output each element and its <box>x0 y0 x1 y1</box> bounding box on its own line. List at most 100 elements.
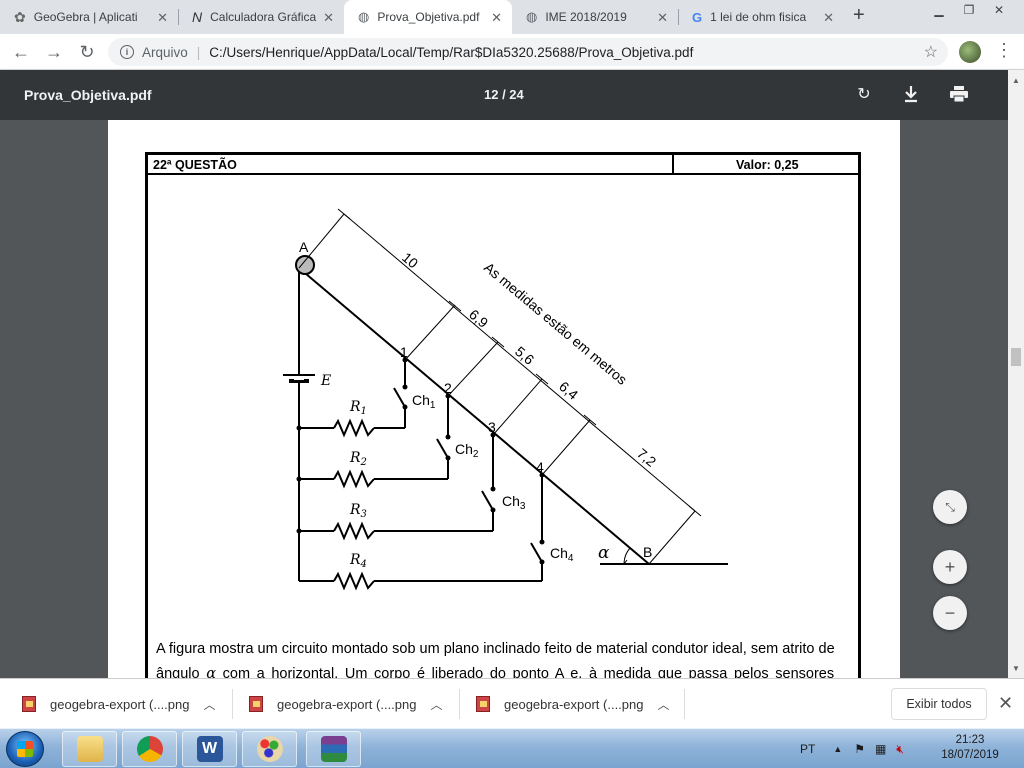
zoom-in-button[interactable]: + <box>933 550 967 584</box>
divider <box>459 689 460 719</box>
dimension-7-2: 7,2 <box>634 445 659 470</box>
volume-icon[interactable]: 🔇︎ <box>896 741 904 756</box>
close-icon[interactable]: ✕ <box>323 10 334 25</box>
restore-icon[interactable]: ❐ <box>963 3 975 17</box>
tab-strip: ✿ GeoGebra | Aplicati ✕ N Calculadora Gr… <box>0 0 1024 34</box>
window-close-icon[interactable]: ✕ <box>993 3 1005 17</box>
tab-separator <box>178 9 179 25</box>
switch-ch3-blade <box>481 490 494 511</box>
scroll-up-icon[interactable]: ▲ <box>1012 76 1020 85</box>
point-a-ball <box>295 255 315 275</box>
close-icon[interactable]: ✕ <box>491 10 502 25</box>
geogebra-icon: ✿ <box>14 8 26 25</box>
question-header: 22ª QUESTÃO Valor: 0,25 <box>148 155 858 175</box>
download-icon[interactable] <box>901 84 921 104</box>
clock-time: 21:23 <box>955 734 985 746</box>
chevron-up-icon[interactable]: ︿ <box>203 697 216 712</box>
profile-avatar[interactable] <box>959 41 981 63</box>
chevron-up-icon[interactable]: ▲ <box>833 744 843 754</box>
language-indicator[interactable]: PT <box>800 742 816 756</box>
resistor-r1 <box>333 418 375 438</box>
flag-icon[interactable]: ⚑ <box>854 742 866 756</box>
header-divider <box>672 155 674 175</box>
taskbar-paint[interactable] <box>242 731 297 767</box>
dimension-line <box>343 213 696 512</box>
clock-date: 18/07/2019 <box>941 749 999 761</box>
clock[interactable]: 21:23 18/07/2019 <box>930 733 1010 763</box>
pdf-page: 22ª QUESTÃO Valor: 0,25 <box>108 120 900 678</box>
address-bar[interactable]: i Arquivo | C:/Users/Henrique/AppData/Lo… <box>108 38 948 66</box>
label-b: B <box>643 544 652 560</box>
download-item[interactable]: geogebra-export (....png ︿ <box>476 679 670 729</box>
fit-page-button[interactable]: ⤡ <box>933 490 967 524</box>
close-icon[interactable]: ✕ <box>998 693 1014 713</box>
question-text-line-2: ângulo α com a horizontal. Um corpo é li… <box>156 666 835 678</box>
label-point-4: 4 <box>536 459 544 475</box>
browser-toolbar: ← → ↻ i Arquivo | C:/Users/Henrique/AppD… <box>0 34 1024 70</box>
vertical-scrollbar[interactable]: ▲ ▼ <box>1008 70 1024 678</box>
tab-calculadora[interactable]: N Calculadora Gráfica ✕ <box>178 0 344 34</box>
pdf-file-name: Prova_Objetiva.pdf <box>24 87 152 103</box>
download-file-name: geogebra-export (....png <box>277 696 417 712</box>
label-r3: R3 <box>349 502 367 520</box>
url-text[interactable]: C:/Users/Henrique/AppData/Local/Temp/Rar… <box>209 44 694 60</box>
tab-lei-de-ohm[interactable]: G 1 lei de ohm fisica ✕ <box>678 0 844 34</box>
forward-icon[interactable]: → <box>45 41 63 62</box>
chevron-up-icon[interactable]: ︿ <box>657 697 670 712</box>
tab-ime[interactable]: ◍ IME 2018/2019 ✕ <box>512 0 678 34</box>
download-item[interactable]: geogebra-export (....png ︿ <box>249 679 443 729</box>
units-note: As medidas estão em metros <box>481 259 630 388</box>
label-ch2: Ch2 <box>455 441 479 460</box>
resistor-r4 <box>333 571 375 591</box>
minimize-icon[interactable]: ▁ <box>934 3 944 17</box>
pdf-viewport[interactable]: 22ª QUESTÃO Valor: 0,25 <box>0 120 1008 678</box>
tab-prova-objetiva[interactable]: ◍ Prova_Objetiva.pdf ✕ <box>344 0 512 34</box>
close-icon[interactable]: ✕ <box>657 10 668 25</box>
windows-taskbar: W PT ▲ ⚑ ▦ 🔇︎ 21:23 18/07/2019 <box>0 728 1024 768</box>
taskbar-winrar[interactable] <box>306 731 361 767</box>
new-tab-button[interactable]: + <box>853 4 865 26</box>
menu-kebab-icon[interactable]: ⋮ <box>995 40 1013 60</box>
question-text-line-1: A figura mostra um circuito montado sob … <box>156 641 835 657</box>
alpha-arc <box>623 547 631 564</box>
rotate-icon[interactable]: ↻ <box>857 86 871 103</box>
resistor-r2 <box>333 469 375 489</box>
png-file-icon <box>476 696 490 712</box>
close-icon[interactable]: ✕ <box>157 10 168 25</box>
reload-icon[interactable]: ↻ <box>79 41 95 62</box>
winrar-icon <box>320 736 347 762</box>
question-value: Valor: 0,25 <box>736 158 799 172</box>
tab-title: Prova_Objetiva.pdf <box>377 10 480 24</box>
download-item[interactable]: geogebra-export (....png ︿ <box>22 679 216 729</box>
chevron-up-icon[interactable]: ︿ <box>430 697 443 712</box>
show-all-downloads-button[interactable]: Exibir todos <box>891 688 987 720</box>
zoom-out-button[interactable]: − <box>933 596 967 630</box>
tab-geogebra[interactable]: ✿ GeoGebra | Aplicati ✕ <box>0 0 178 34</box>
paint-palette-icon <box>256 736 283 762</box>
google-icon: G <box>692 9 703 25</box>
close-icon[interactable]: ✕ <box>823 10 834 25</box>
taskbar-explorer[interactable] <box>62 731 117 767</box>
start-button[interactable] <box>6 731 44 767</box>
tab-title: Calculadora Gráfica <box>210 10 317 24</box>
back-icon[interactable]: ← <box>12 41 30 62</box>
scroll-down-icon[interactable]: ▼ <box>1012 664 1020 673</box>
bookmark-star-icon[interactable]: ☆ <box>923 44 938 61</box>
network-icon[interactable]: ▦ <box>875 742 887 756</box>
tab-title: 1 lei de ohm fisica <box>710 10 807 24</box>
taskbar-word[interactable]: W <box>182 731 237 767</box>
taskbar-chrome[interactable] <box>122 731 177 767</box>
switch-ch1-blade <box>393 387 406 408</box>
switch-ch2-blade <box>436 438 449 459</box>
incline-line <box>298 267 650 565</box>
info-icon[interactable]: i <box>120 45 134 59</box>
tab-separator <box>678 9 679 25</box>
scrollbar-thumb[interactable] <box>1011 348 1021 366</box>
print-icon[interactable] <box>949 84 969 104</box>
divider <box>684 689 685 719</box>
downloads-shelf: geogebra-export (....png ︿ geogebra-expo… <box>0 678 1024 728</box>
resistor-r3 <box>333 521 375 541</box>
label-alpha: α <box>598 543 610 563</box>
circuit-figure: A B α E 1 2 3 4 10 6,9 5,6 6,4 7,2 As me… <box>283 208 728 591</box>
label-ch1: Ch1 <box>412 392 436 411</box>
